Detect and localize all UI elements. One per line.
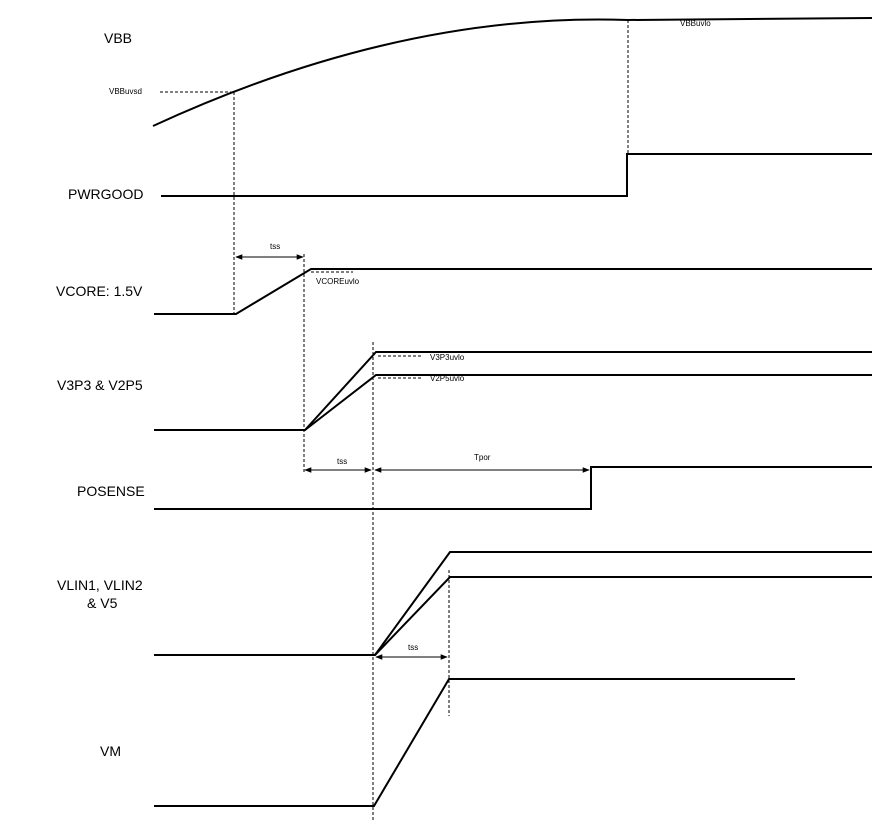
v2p5-waveform [304,374,872,431]
v2p5uvlo-label: V2P5uvlo [430,374,465,383]
vbb-label: VBB [104,30,132,46]
vlin-lower-waveform [374,576,872,656]
vm-waveform [154,678,795,807]
tss-label-3: tss [408,643,418,652]
posense-label: POSENSE [77,483,145,499]
vcore-label: VCORE: 1.5V [56,283,143,299]
posense-waveform [154,466,872,510]
vcore-waveform [154,268,872,315]
tss-label-1: tss [270,242,280,251]
pwrgood-waveform [161,153,872,197]
vlin-label-line2: & V5 [87,595,118,611]
vbbuvlo-label: VBBuvlo [680,19,711,28]
tss-label-2: tss [337,457,347,466]
vcoreuvlo-label: VCOREuvlo [316,277,360,286]
vlin-upper-waveform [154,551,872,656]
v3p3-waveform [154,351,872,431]
vm-label: VM [100,743,121,759]
pwrgood-label: PWRGOOD [68,186,143,202]
v3p3uvlo-label: V3P3uvlo [430,353,465,362]
v3p3-v2p5-label: V3P3 & V2P5 [57,377,143,393]
tpor-label: Tpor [474,453,491,462]
vbb-waveform [152,17,873,127]
vlin-label-line1: VLIN1, VLIN2 [57,577,143,593]
vbbuvsd-label: VBBuvsd [109,87,142,96]
